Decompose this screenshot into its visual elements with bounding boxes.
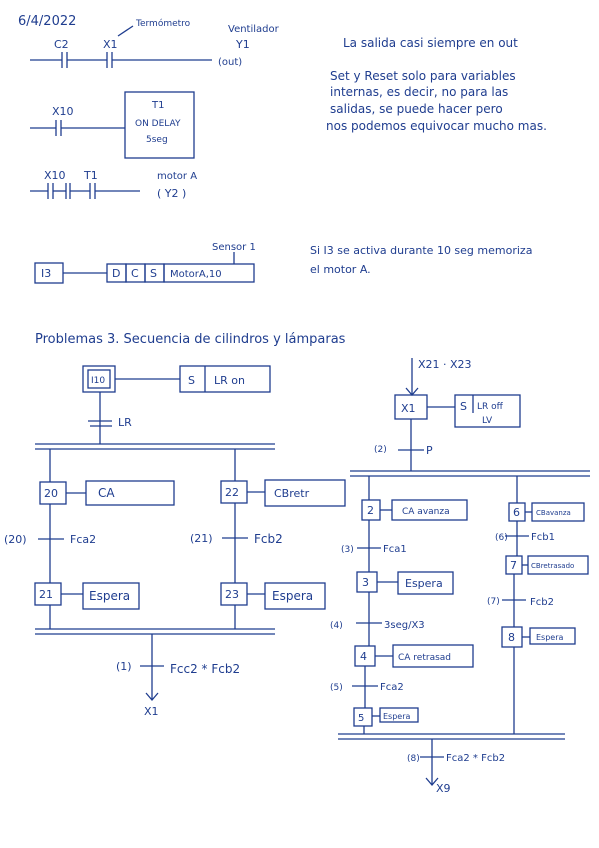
date: 6/4/2022: [18, 14, 76, 29]
r-action3: Espera: [405, 577, 443, 590]
counter-output: MotorA,10: [170, 269, 222, 280]
r-step4: 4: [360, 650, 367, 663]
r-t3: (3): [341, 545, 354, 555]
counter-s: S: [150, 267, 157, 280]
r-step8: 8: [508, 631, 515, 644]
r-dest: X9: [436, 782, 451, 795]
l-action20: CA: [98, 486, 115, 500]
l-t21: (21): [190, 532, 213, 545]
ladder-rung-1: [30, 25, 212, 68]
motor-a-label: motor A: [157, 171, 197, 182]
note-line3: internas, es decir, no para las: [330, 85, 508, 99]
ladder-rung-2: [30, 91, 195, 159]
right-grafcet: [338, 358, 590, 786]
r-cond8: Fca2 * Fcb2: [446, 753, 505, 764]
r-action1b: LV: [482, 416, 493, 426]
r-t8: (8): [407, 754, 420, 764]
counter-note1: Si I3 se activa durante 10 seg memoriza: [310, 244, 532, 257]
r-step3: 3: [362, 576, 369, 589]
note-line4: salidas, se puede hacer pero: [330, 102, 503, 116]
c2-label: C2: [54, 38, 69, 51]
l-cond1: Fcc2 * Fcb2: [170, 662, 240, 676]
r-t5: (5): [330, 683, 343, 693]
out-label: (out): [218, 57, 242, 68]
l-init-step: I10: [91, 376, 105, 386]
sensor-label: Sensor 1: [212, 242, 256, 253]
r-step1: X1: [401, 402, 416, 415]
l-action22: CBretr: [274, 487, 310, 500]
l-step20: 20: [44, 487, 58, 500]
r-t4: (4): [330, 621, 343, 631]
timer-box: [124, 91, 195, 159]
r-cond5: Fca2: [380, 682, 404, 693]
l-dest: X1: [144, 705, 159, 718]
ladder-rung-3: [30, 183, 140, 199]
counter-c: C: [131, 267, 139, 280]
termometro-label: Termómetro: [135, 18, 191, 29]
counter-d: D: [112, 267, 120, 280]
r-action8: Espera: [536, 633, 564, 642]
r-step2: 2: [367, 504, 374, 517]
counter-rung: [34, 252, 255, 284]
r-t2: (2): [374, 445, 387, 455]
r-action6: CBavanza: [536, 509, 571, 517]
r-action7: CBretrasado: [531, 562, 574, 570]
timer-type: ON DELAY: [135, 119, 181, 129]
i3-contact: I3: [41, 267, 51, 280]
r-step6: 6: [513, 506, 520, 519]
r-cond7: Fcb2: [530, 597, 554, 608]
r-cond3: Fca1: [383, 544, 407, 555]
l-lr: LR: [118, 416, 132, 429]
timer-time: 5seg: [146, 135, 168, 145]
l-t1: (1): [116, 660, 132, 673]
r-cond4: 3seg/X3: [384, 620, 425, 631]
x10b-label: X10: [44, 169, 66, 182]
r-cond2: P: [426, 444, 433, 457]
counter-note2: el motor A.: [310, 263, 371, 276]
t1b-label: T1: [83, 169, 98, 182]
l-init-s: S: [188, 374, 195, 387]
r-entry: X21 · X23: [418, 358, 472, 371]
r-action2: CA avanza: [402, 507, 450, 517]
y2-label: ( Y2 ): [157, 187, 186, 200]
l-init-action: LR on: [214, 374, 245, 387]
r-t6: (6): [495, 533, 508, 543]
x1-label: X1: [103, 38, 118, 51]
l-cond21: Fcb2: [254, 532, 283, 546]
r-cond6: Fcb1: [531, 532, 555, 543]
left-grafcet: [34, 365, 346, 701]
l-action23: Espera: [272, 589, 313, 603]
r-step5: 5: [358, 713, 364, 724]
r-action5: Espera: [383, 712, 411, 721]
r-action1a: LR off: [477, 402, 504, 412]
l-cond20: Fca2: [70, 533, 96, 546]
r-t7: (7): [487, 597, 500, 607]
l-step21: 21: [39, 588, 53, 601]
ventilador-label: Ventilador: [228, 24, 280, 35]
y1-label: Y1: [235, 38, 250, 51]
problem-title: Problemas 3. Secuencia de cilindros y lá…: [35, 332, 346, 347]
note-line2: Set y Reset solo para variables: [330, 69, 516, 83]
r-action4: CA retrasad: [398, 653, 451, 663]
timer-title: T1: [151, 100, 164, 111]
l-step23: 23: [225, 588, 239, 601]
note-line1: La salida casi siempre en out: [343, 36, 518, 50]
r-s1: S: [460, 400, 467, 413]
l-action21: Espera: [89, 589, 130, 603]
note-line5: nos podemos equivocar mucho mas.: [326, 119, 547, 133]
l-t20: (20): [4, 533, 27, 546]
l-step22: 22: [225, 486, 239, 499]
r-step7: 7: [510, 559, 517, 572]
x10-label: X10: [52, 105, 74, 118]
